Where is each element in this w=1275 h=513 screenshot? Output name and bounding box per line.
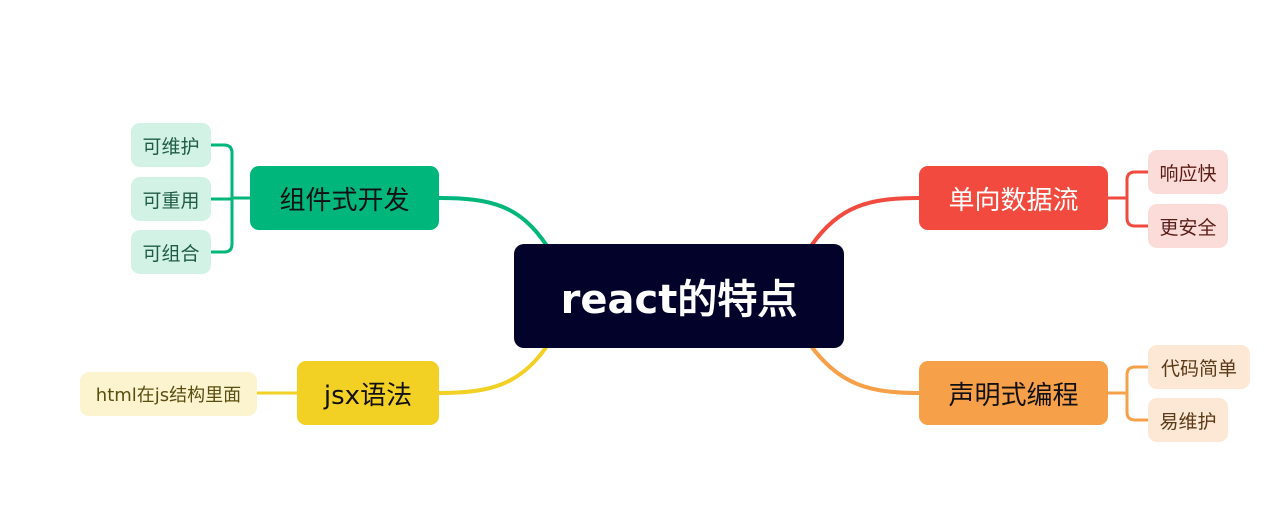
- leaf-html-in-js[interactable]: html在js结构里面: [80, 372, 257, 416]
- leaf-composable[interactable]: 可组合: [131, 230, 211, 274]
- link-root-jsx: [438, 344, 549, 395]
- link-component-leaves: [211, 143, 250, 254]
- link-root-oneway: [809, 196, 920, 248]
- leaf-reusable[interactable]: 可重用: [131, 177, 211, 221]
- branch-one-way-data-flow[interactable]: 单向数据流: [919, 166, 1108, 230]
- leaf-fast-response[interactable]: 响应快: [1148, 150, 1228, 194]
- leaf-maintainable[interactable]: 可维护: [131, 123, 211, 167]
- leaf-easy-maintenance[interactable]: 易维护: [1148, 398, 1228, 442]
- leaf-safer[interactable]: 更安全: [1148, 204, 1228, 248]
- branch-component-development[interactable]: 组件式开发: [250, 166, 439, 230]
- branch-jsx-syntax[interactable]: jsx语法: [297, 361, 439, 425]
- link-root-component: [438, 196, 549, 248]
- link-root-declare: [809, 344, 920, 395]
- link-oneway-leaves: [1108, 170, 1148, 228]
- link-declare-leaves: [1108, 365, 1148, 422]
- leaf-simple-code[interactable]: 代码简单: [1148, 345, 1250, 389]
- root-topic[interactable]: react的特点: [514, 244, 844, 348]
- branch-declarative-programming[interactable]: 声明式编程: [919, 361, 1108, 425]
